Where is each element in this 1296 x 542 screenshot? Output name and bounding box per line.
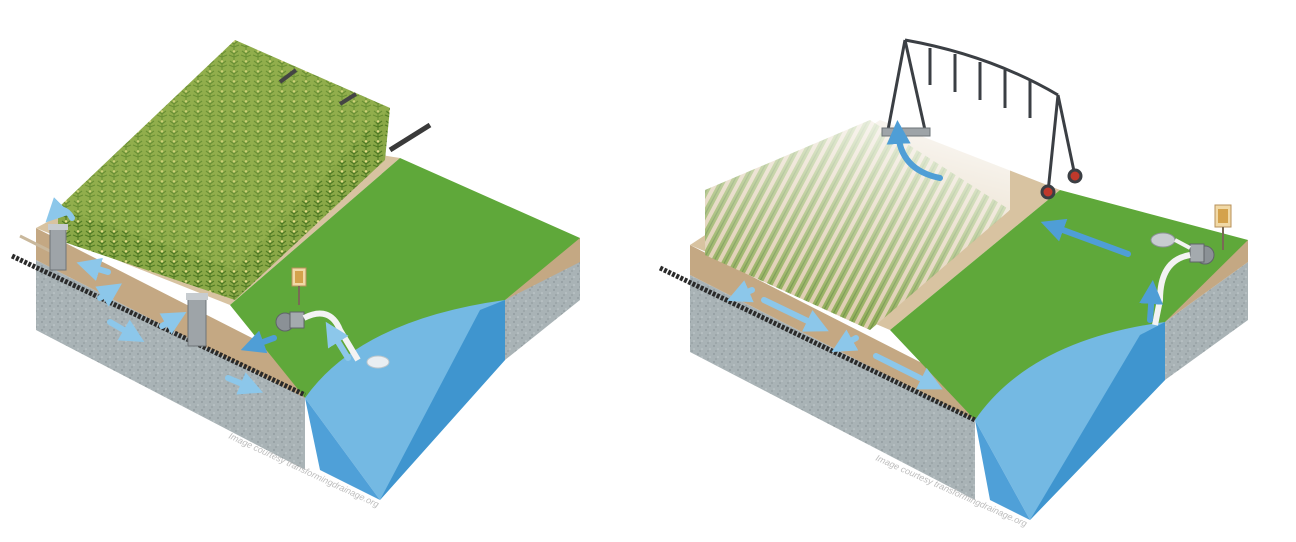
right-subsoil-front [690,275,975,500]
right-pond-side [1030,322,1165,520]
left-lateral-2 [338,92,358,106]
left-pond-side [380,300,505,500]
left-pond-outlet [366,355,390,369]
right-pond-surface [975,322,1165,520]
left-panel: Image courtesy transformingdrainage.org [10,40,580,509]
right-solar-panel [1214,204,1232,250]
left-solar-panel [291,267,307,305]
right-crop-fade [705,60,1010,330]
left-drain-tile [10,253,307,398]
right-subsoil-right [1165,262,1248,380]
left-pond-front [305,398,380,500]
left-control-structure-2 [186,293,208,347]
left-flow-arrows [45,197,351,395]
left-crop-top-highlight [58,40,390,270]
right-flow-arrows [726,120,1164,390]
right-pond-front [975,420,1030,520]
left-crop-field [58,40,390,300]
left-pond-surface [305,300,505,500]
left-subsoil-front [36,260,305,470]
left-grass-buffer [230,158,580,398]
left-control-structure-1 [48,224,68,271]
left-side-tile [388,122,432,153]
right-panel: Image courtesy transformingdrainage.org [658,38,1248,529]
left-lateral-1 [278,68,298,84]
right-grass-buffer [890,190,1248,420]
